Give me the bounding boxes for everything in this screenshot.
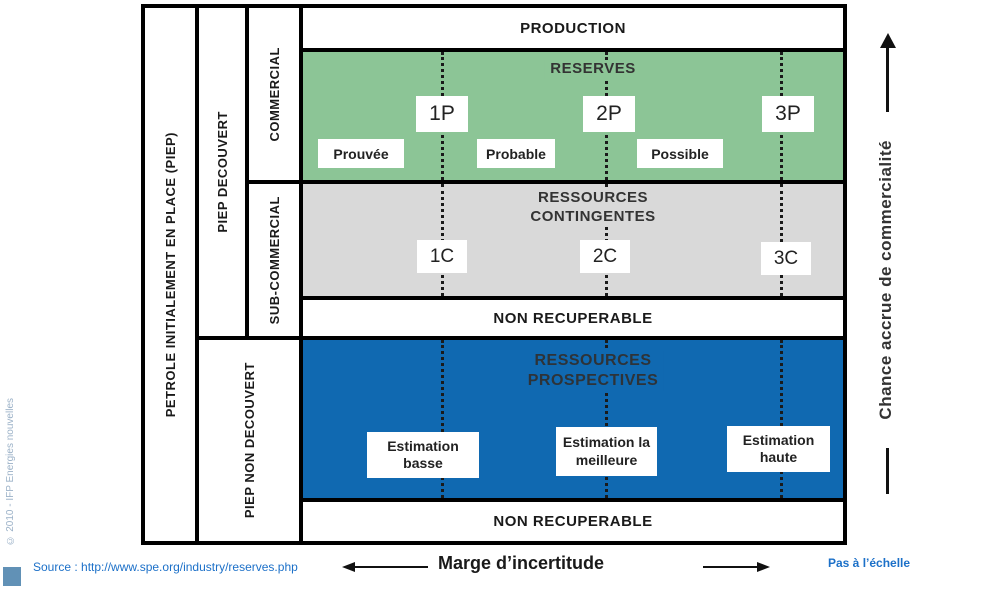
cell-piep-undiscovered: PIEP NON DECOUVERT — [199, 340, 299, 541]
cell-non-recoverable-1: NON RECUPERABLE — [303, 300, 843, 336]
source-link[interactable]: Source : http://www.spe.org/industry/res… — [33, 560, 298, 574]
right-arrow-icon — [757, 562, 770, 572]
logo-square — [3, 567, 21, 586]
label-3c: 3C — [761, 242, 811, 275]
cell-commercial: COMMERCIAL — [249, 8, 299, 180]
uncertainty-dotline-high — [780, 340, 783, 498]
right-arrow-line — [703, 566, 757, 568]
non-recoverable-label: NON RECUPERABLE — [493, 513, 653, 530]
contingent-title-line1: RESSOURCES — [537, 189, 649, 206]
label-estimation-meilleure: Estimation la meilleure — [556, 427, 657, 476]
left-arrow-line — [354, 566, 428, 568]
up-arrow-icon — [880, 33, 896, 48]
left-arrow-icon — [342, 562, 355, 572]
cell-non-recoverable-2: NON RECUPERABLE — [303, 502, 843, 541]
cell-prospective-resources: RESSOURCES PROSPECTIVES Estimation basse… — [303, 340, 843, 498]
copyright-label: © 2010 - IFP Energies nouvelles — [4, 398, 16, 546]
chance-commercialite-label: Chance accrue de commercialité — [876, 139, 895, 420]
label-1c: 1C — [417, 240, 467, 273]
contingent-title: RESSOURCES CONTINGENTES — [524, 189, 662, 227]
label-prouvee: Prouvée — [318, 139, 404, 168]
copyright-vertical-text: © 2010 - IFP Energies nouvelles — [2, 393, 18, 551]
classification-grid: PETROLE INITIALEMENT EN PLACE (PIEP) PIE… — [141, 4, 847, 545]
commercial-label: COMMERCIAL — [266, 46, 282, 142]
uncertainty-dotline-mid — [605, 340, 608, 498]
label-2c: 2C — [580, 240, 630, 273]
contingent-title-line2: CONTINGENTES — [530, 207, 656, 225]
uncertainty-dotline-low — [441, 340, 444, 498]
label-2p: 2P — [583, 96, 635, 132]
subcommercial-label: SUB-COMMERCIAL — [266, 195, 282, 325]
production-label: PRODUCTION — [520, 19, 626, 37]
prospective-title-line1: RESSOURCES — [534, 352, 652, 369]
label-probable: Probable — [477, 139, 555, 168]
non-recoverable-label: NON RECUPERABLE — [493, 309, 653, 327]
right-axis-label-wrap: Chance accrue de commercialité — [869, 122, 903, 437]
piep-discovered-label: PIEP DECOUVERT — [214, 111, 230, 233]
prospective-title-line2: PROSPECTIVES — [527, 372, 659, 389]
not-to-scale-note: Pas à l’échelle — [828, 556, 911, 570]
right-axis-lower-segment — [886, 448, 889, 494]
label-3p: 3P — [762, 96, 814, 132]
up-arrow-line — [886, 46, 889, 112]
cell-reserves: RESERVES 1P 2P 3P Prouvée Probable Possi… — [303, 52, 843, 180]
prospective-title: RESSOURCES PROSPECTIVES — [521, 351, 665, 391]
label-estimation-basse: Estimation basse — [367, 432, 479, 478]
cell-piep-discovered: PIEP DECOUVERT — [199, 8, 245, 336]
label-1p: 1P — [416, 96, 468, 132]
piep-label: PETROLE INITIALEMENT EN PLACE (PIEP) — [162, 131, 178, 418]
label-possible: Possible — [637, 139, 723, 168]
cell-contingent-resources: RESSOURCES CONTINGENTES 1C 2C 3C — [303, 184, 843, 296]
cell-subcommercial: SUB-COMMERCIAL — [249, 184, 299, 336]
piep-undiscovered-label: PIEP NON DECOUVERT — [241, 362, 257, 519]
reserves-title: RESERVES — [544, 60, 642, 79]
marge-incertitude-label: Marge d’incertitude — [438, 553, 605, 573]
cell-piep-total: PETROLE INITIALEMENT EN PLACE (PIEP) — [145, 8, 195, 541]
uncertainty-dotline-high — [780, 184, 783, 296]
cell-production: PRODUCTION — [303, 8, 843, 48]
label-estimation-haute: Estimation haute — [727, 426, 830, 472]
